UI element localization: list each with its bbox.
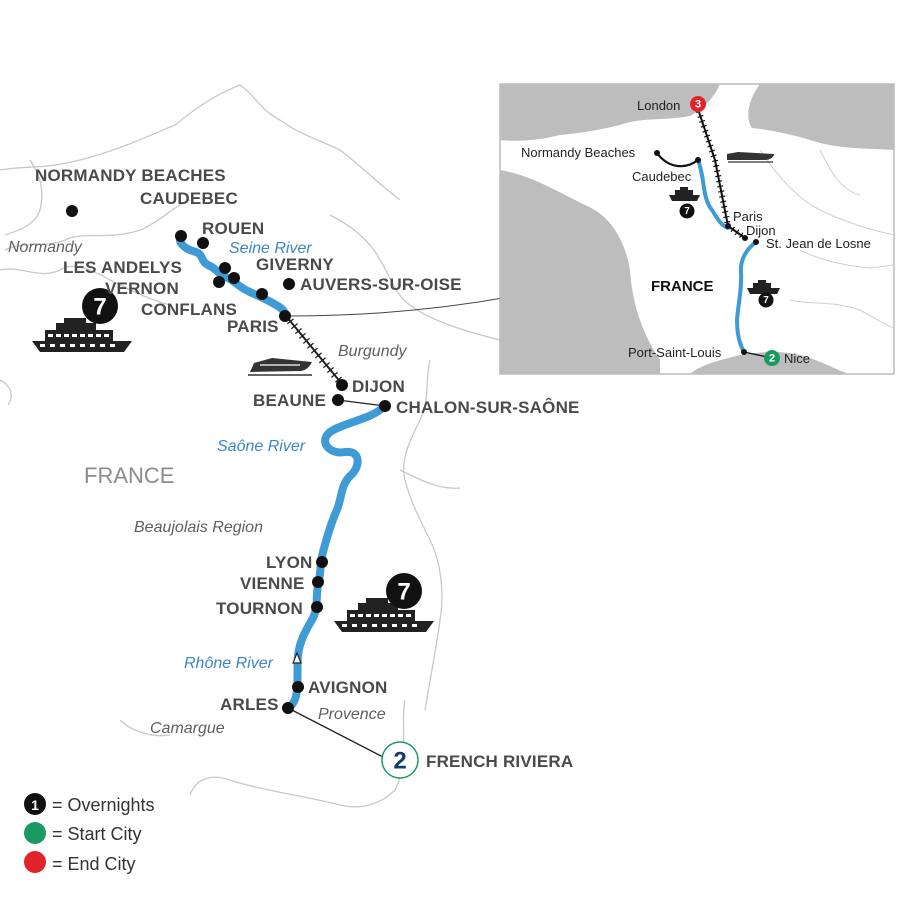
label-vienne: VIENNE	[240, 574, 305, 593]
ship-icon-seine	[32, 318, 132, 352]
inset-land-britain	[500, 84, 720, 141]
legend-overnights: 1 = Overnights	[24, 793, 155, 815]
svg-text:7: 7	[684, 206, 690, 217]
inset-ship-icon-rhone: 7	[747, 280, 780, 308]
region-burgundy: Burgundy	[338, 343, 407, 360]
label-arles: ARLES	[220, 695, 279, 714]
overnight-badge-rhone: 7	[386, 573, 422, 609]
label-chalon-sur-saone: CHALON-SUR-SAÔNE	[396, 398, 580, 417]
overnight-badge-seine: 7	[82, 288, 118, 324]
inset-label-caudebec: Caudebec	[632, 169, 692, 184]
label-dijon: DIJON	[352, 377, 405, 396]
svg-text:= End City: = End City	[52, 854, 136, 874]
svg-text:7: 7	[397, 579, 410, 606]
label-vernon: VERNON	[105, 279, 179, 298]
inset-label-st-jean: St. Jean de Losne	[766, 236, 871, 251]
label-avignon: AVIGNON	[308, 678, 387, 697]
train-icon	[248, 358, 312, 376]
country-label-france: FRANCE	[84, 463, 174, 488]
inset-london-end-badge: 3	[690, 96, 706, 112]
svg-text:2: 2	[769, 353, 775, 365]
inset-label-port-saint-louis: Port-Saint-Louis	[628, 345, 722, 360]
inset-ship-icon-seine: 7	[669, 187, 700, 219]
river-rhone-label: Rhône River	[184, 655, 274, 672]
connector-beaune-chalon	[337, 399, 386, 407]
label-paris: PARIS	[227, 317, 279, 336]
label-tournon: TOURNON	[216, 599, 303, 618]
inset-land-europe	[748, 84, 894, 150]
svg-text:= Overnights: = Overnights	[52, 795, 155, 815]
rail-paris-dijon	[282, 313, 346, 387]
region-normandy: Normandy	[8, 239, 83, 256]
inset-train-icon	[727, 152, 774, 163]
label-giverny: GIVERNY	[256, 255, 334, 274]
label-les-andelys: LES ANDELYS	[63, 258, 182, 277]
svg-text:7: 7	[93, 294, 106, 321]
city-markers	[66, 205, 391, 714]
inset-label-paris: Paris	[733, 209, 763, 224]
inset-label-nice: Nice	[784, 351, 810, 366]
inset-land-iberia	[500, 170, 660, 374]
inset-label-france: FRANCE	[651, 278, 714, 295]
svg-text:1: 1	[31, 797, 39, 813]
legend-end-city: = End City	[24, 851, 136, 874]
connector-arles-riviera	[287, 707, 384, 758]
label-rouen: ROUEN	[202, 219, 264, 238]
legend-start-city: = Start City	[24, 822, 142, 844]
inset-label-london: London	[637, 98, 680, 113]
svg-text:2: 2	[393, 748, 406, 775]
inset-map: 3 2 7 7 London Normandy Beaches	[499, 83, 895, 375]
label-caudebec: CAUDEBEC	[140, 189, 238, 208]
inset-nice-start-badge: 2	[764, 350, 780, 366]
inset-label-normandy-beaches: Normandy Beaches	[521, 145, 636, 160]
region-beaujolais: Beaujolais Region	[134, 519, 263, 536]
region-provence: Provence	[318, 706, 386, 723]
french-riviera-badge: 2	[381, 741, 419, 779]
inset-label-dijon: Dijon	[746, 223, 776, 238]
label-lyon: LYON	[266, 553, 312, 572]
label-auvers-sur-oise: AUVERS-SUR-OISE	[300, 275, 462, 294]
sailing-marker-icon	[292, 651, 302, 664]
river-seine-label: Seine River	[229, 240, 312, 257]
ship-icon-rhone	[334, 598, 434, 632]
label-beaune: BEAUNE	[253, 391, 326, 410]
river-saone-label: Saône River	[217, 438, 306, 455]
svg-text:3: 3	[695, 99, 701, 111]
region-camargue: Camargue	[150, 720, 225, 737]
svg-text:7: 7	[763, 295, 769, 306]
label-conflans: CONFLANS	[141, 300, 237, 319]
legend: 1 = Overnights = Start City = End City	[24, 793, 155, 874]
label-french-riviera: FRENCH RIVIERA	[426, 752, 573, 771]
label-normandy-beaches: NORMANDY BEACHES	[35, 166, 226, 185]
svg-text:= Start City: = Start City	[52, 824, 142, 844]
